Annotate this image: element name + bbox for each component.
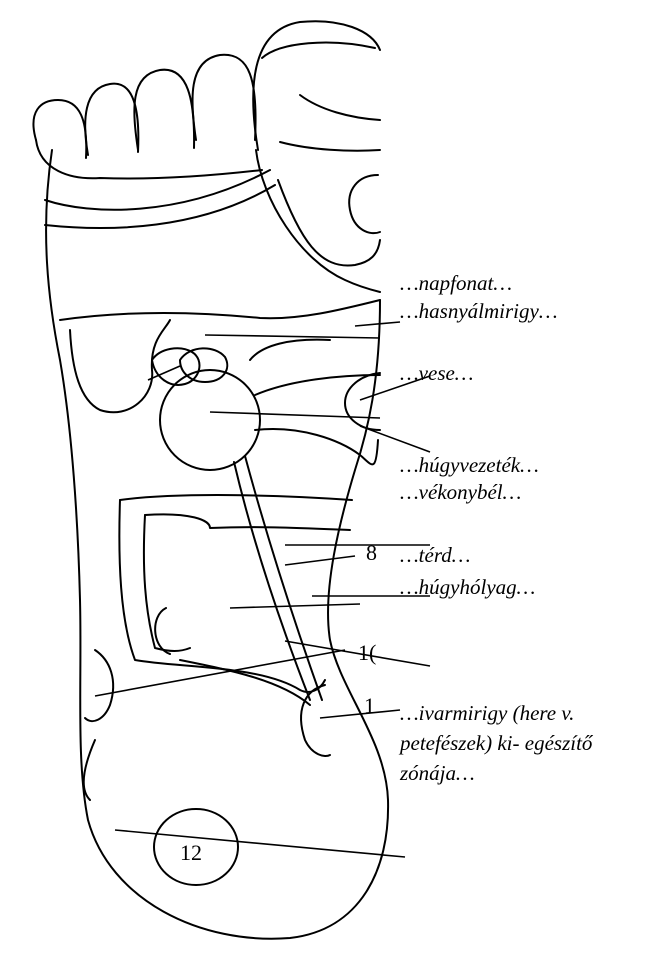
- big-toe-divider: [300, 95, 380, 120]
- label-hugyvezetek: …húgyvezeték…: [400, 453, 539, 477]
- label-napfonat: …napfonat…: [400, 271, 512, 295]
- big-toe-divider-2: [280, 142, 380, 151]
- leader-12: [115, 830, 405, 857]
- toe-3: [134, 70, 194, 150]
- adrenal-arc: [250, 340, 330, 360]
- spine-lower-band: [255, 429, 378, 464]
- leader-hugyholyag: [230, 604, 360, 608]
- big-toe-inner-zone: [278, 180, 380, 266]
- intestine-inner: [144, 515, 190, 651]
- big-toe-side-zone: [256, 150, 380, 292]
- leader-hasnyalmirigy: [205, 335, 380, 338]
- label-terd: …térd…: [400, 543, 470, 567]
- pancreas-zone: [180, 348, 227, 382]
- zone-number-12: 12: [180, 840, 202, 865]
- label-ivarmirigy-line3: zónája…: [399, 761, 475, 785]
- label-ivarmirigy-line1: …ivarmirigy (here v.: [400, 701, 574, 725]
- toe-2: [192, 55, 255, 140]
- toe-big: [253, 21, 380, 150]
- label-vekonybel: …vékonybél…: [400, 480, 521, 504]
- leader-vese-kidney: [210, 412, 380, 418]
- gonad-zone-left: [85, 650, 113, 721]
- zone-number-1: 1: [364, 693, 375, 718]
- diaphragm-line: [60, 300, 380, 320]
- label-hugyholyag: …húgyhólyag…: [400, 575, 535, 599]
- zone-number-10: 1(: [358, 640, 376, 665]
- leader-hugyvezetek: [360, 426, 430, 452]
- intestine-top: [120, 495, 352, 500]
- ureter-duct-right: [245, 456, 322, 700]
- big-toe-oval: [349, 175, 380, 233]
- bladder-zone-left: [155, 608, 170, 654]
- label-ivarmirigy-line2: petefészek) ki- egészítő: [398, 731, 594, 755]
- leader-10-left: [95, 650, 345, 696]
- toe-big-inner: [262, 43, 375, 58]
- toe-4: [85, 84, 138, 155]
- label-vese: …vese…: [400, 361, 473, 385]
- liver-zone: [70, 320, 170, 412]
- label-hasnyalmirigy: …hasnyálmirigy…: [400, 299, 558, 323]
- heel-arc-left: [84, 740, 95, 800]
- leader-terd-8: [285, 556, 355, 565]
- leader-napfonat: [355, 322, 400, 326]
- gonad-zone-right: [301, 685, 330, 756]
- zone-number-8: 8: [366, 540, 377, 565]
- toe-base-ridge: [36, 140, 262, 179]
- kidney-zone: [160, 370, 260, 470]
- toe-5: [33, 100, 86, 158]
